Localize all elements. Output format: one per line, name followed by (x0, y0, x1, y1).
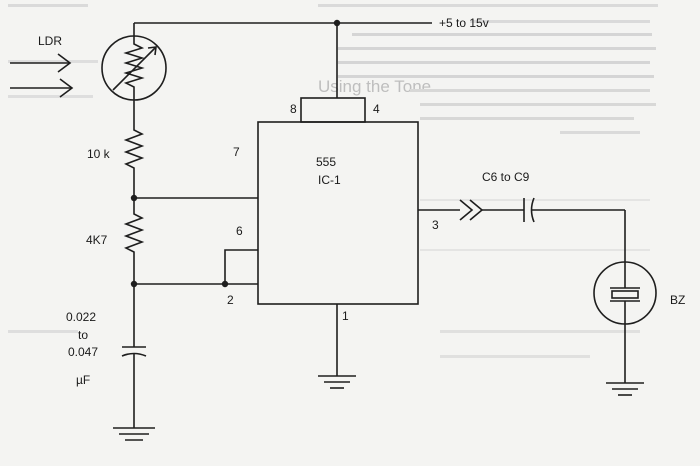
background-heading: Using the Tone (318, 77, 431, 96)
resistor-4k7: 4K7 (86, 198, 145, 284)
background-page: Using the Tone (8, 4, 658, 358)
pin-7-label: 7 (233, 145, 240, 159)
cap-value-2: to (78, 328, 88, 342)
supply-rail: +5 to 15v (134, 16, 489, 30)
buzzer: BZ (593, 261, 685, 383)
pin-3-label: 3 (432, 218, 439, 232)
pin-8-label: 8 (290, 102, 297, 116)
ic-number: 555 (316, 155, 336, 169)
ic-555: 555 IC-1 8 4 7 6 2 3 1 (227, 23, 439, 323)
ic-top-tab (300, 97, 366, 123)
ic-body (257, 121, 419, 305)
pin-6-label: 6 (236, 224, 243, 238)
ldr: LDR (10, 23, 167, 118)
ic-name: IC-1 (318, 173, 341, 187)
timing-capacitor: 0.022 to 0.047 µF (66, 284, 147, 428)
pin-2-label: 2 (227, 293, 234, 307)
cap-value-4: µF (76, 373, 90, 387)
supply-label: +5 to 15v (439, 16, 489, 30)
light-arrow-icon (10, 53, 74, 98)
ground-icon (606, 382, 644, 396)
cap-out-label: C6 to C9 (482, 170, 530, 184)
resistor-10k-label: 10 k (87, 147, 111, 161)
cap-value-3: 0.047 (68, 345, 98, 359)
ground-icon (318, 375, 356, 389)
resistor-4k7-label: 4K7 (86, 233, 108, 247)
pin-1-label: 1 (342, 309, 349, 323)
cap-value-1: 0.022 (66, 310, 96, 324)
buzzer-label: BZ (670, 293, 685, 307)
connector-icon (459, 199, 474, 221)
resistor-10k: 10 k (87, 118, 145, 198)
output-wiring: C6 to C9 (418, 170, 626, 262)
wire-pin6 (224, 249, 258, 284)
ground-icon (113, 427, 155, 441)
pin-4-label: 4 (373, 102, 380, 116)
variable-arrow (112, 46, 157, 91)
ldr-label: LDR (38, 34, 62, 48)
